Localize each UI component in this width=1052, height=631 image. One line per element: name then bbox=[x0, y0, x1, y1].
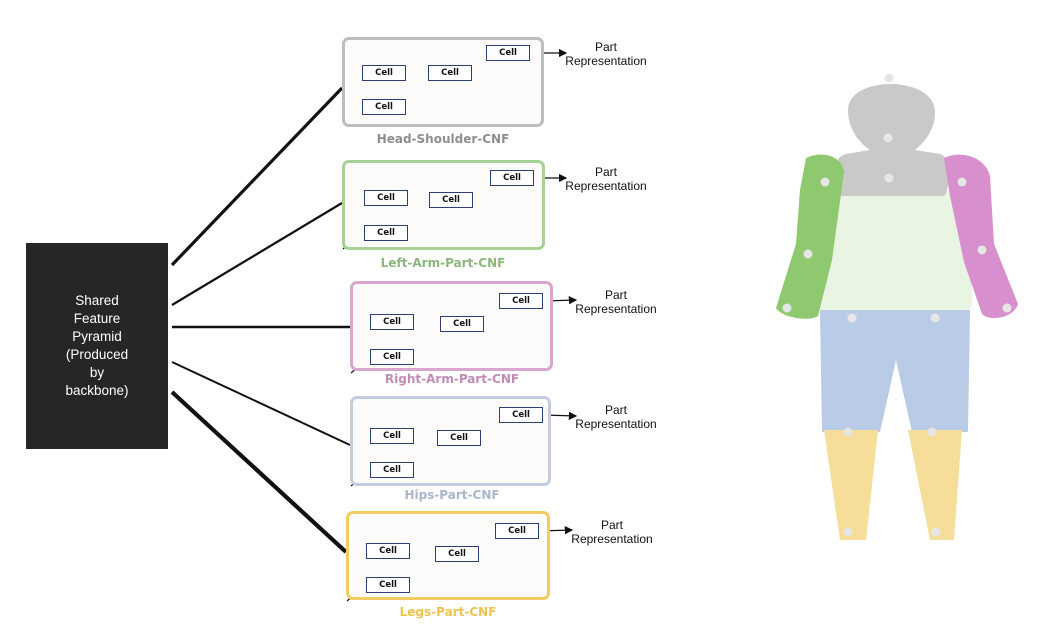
cnf-module-title: Head-Shoulder-CNF bbox=[376, 132, 510, 146]
cell-node: Cell bbox=[370, 349, 414, 365]
cell-node: Cell bbox=[429, 192, 473, 208]
cell-node: Cell bbox=[437, 430, 481, 446]
pyramid-connector bbox=[170, 390, 348, 554]
cell-node: Cell bbox=[495, 523, 539, 539]
cell-node: Cell bbox=[366, 543, 410, 559]
cell-node: Cell bbox=[362, 99, 406, 115]
cnf-module-title: Right-Arm-Part-CNF bbox=[384, 372, 520, 386]
shared-feature-pyramid-box: Shared Feature Pyramid (Produced by back… bbox=[26, 243, 168, 449]
cell-node: Cell bbox=[366, 577, 410, 593]
cell-node: Cell bbox=[440, 316, 484, 332]
shared-feature-pyramid-label: Shared Feature Pyramid (Produced by back… bbox=[65, 293, 129, 398]
part-representation-label: Part Representation bbox=[575, 403, 657, 431]
cnf-module-title: Left-Arm-Part-CNF bbox=[380, 256, 506, 270]
pyramid-connector bbox=[171, 202, 343, 306]
cell-node: Cell bbox=[486, 45, 530, 61]
part-representation-label: Part Representation bbox=[575, 288, 657, 316]
cell-node: Cell bbox=[499, 293, 543, 309]
pyramid-connector bbox=[170, 86, 344, 267]
part-representation-label: Part Representation bbox=[565, 40, 647, 68]
cnf-module-title: Hips-Part-CNF bbox=[404, 488, 500, 502]
cell-node: Cell bbox=[499, 407, 543, 423]
part-representation-label: Part Representation bbox=[565, 165, 647, 193]
cell-node: Cell bbox=[362, 65, 406, 81]
cell-node: Cell bbox=[364, 190, 408, 206]
pyramid-connector bbox=[171, 361, 351, 446]
cell-node: Cell bbox=[435, 546, 479, 562]
cell-node: Cell bbox=[428, 65, 472, 81]
part-representation-label: Part Representation bbox=[571, 518, 653, 546]
cell-node: Cell bbox=[370, 428, 414, 444]
cell-node: Cell bbox=[490, 170, 534, 186]
cell-node: Cell bbox=[364, 225, 408, 241]
cell-node: Cell bbox=[370, 462, 414, 478]
cell-node: Cell bbox=[370, 314, 414, 330]
cnf-module-title: Legs-Part-CNF bbox=[399, 605, 497, 619]
